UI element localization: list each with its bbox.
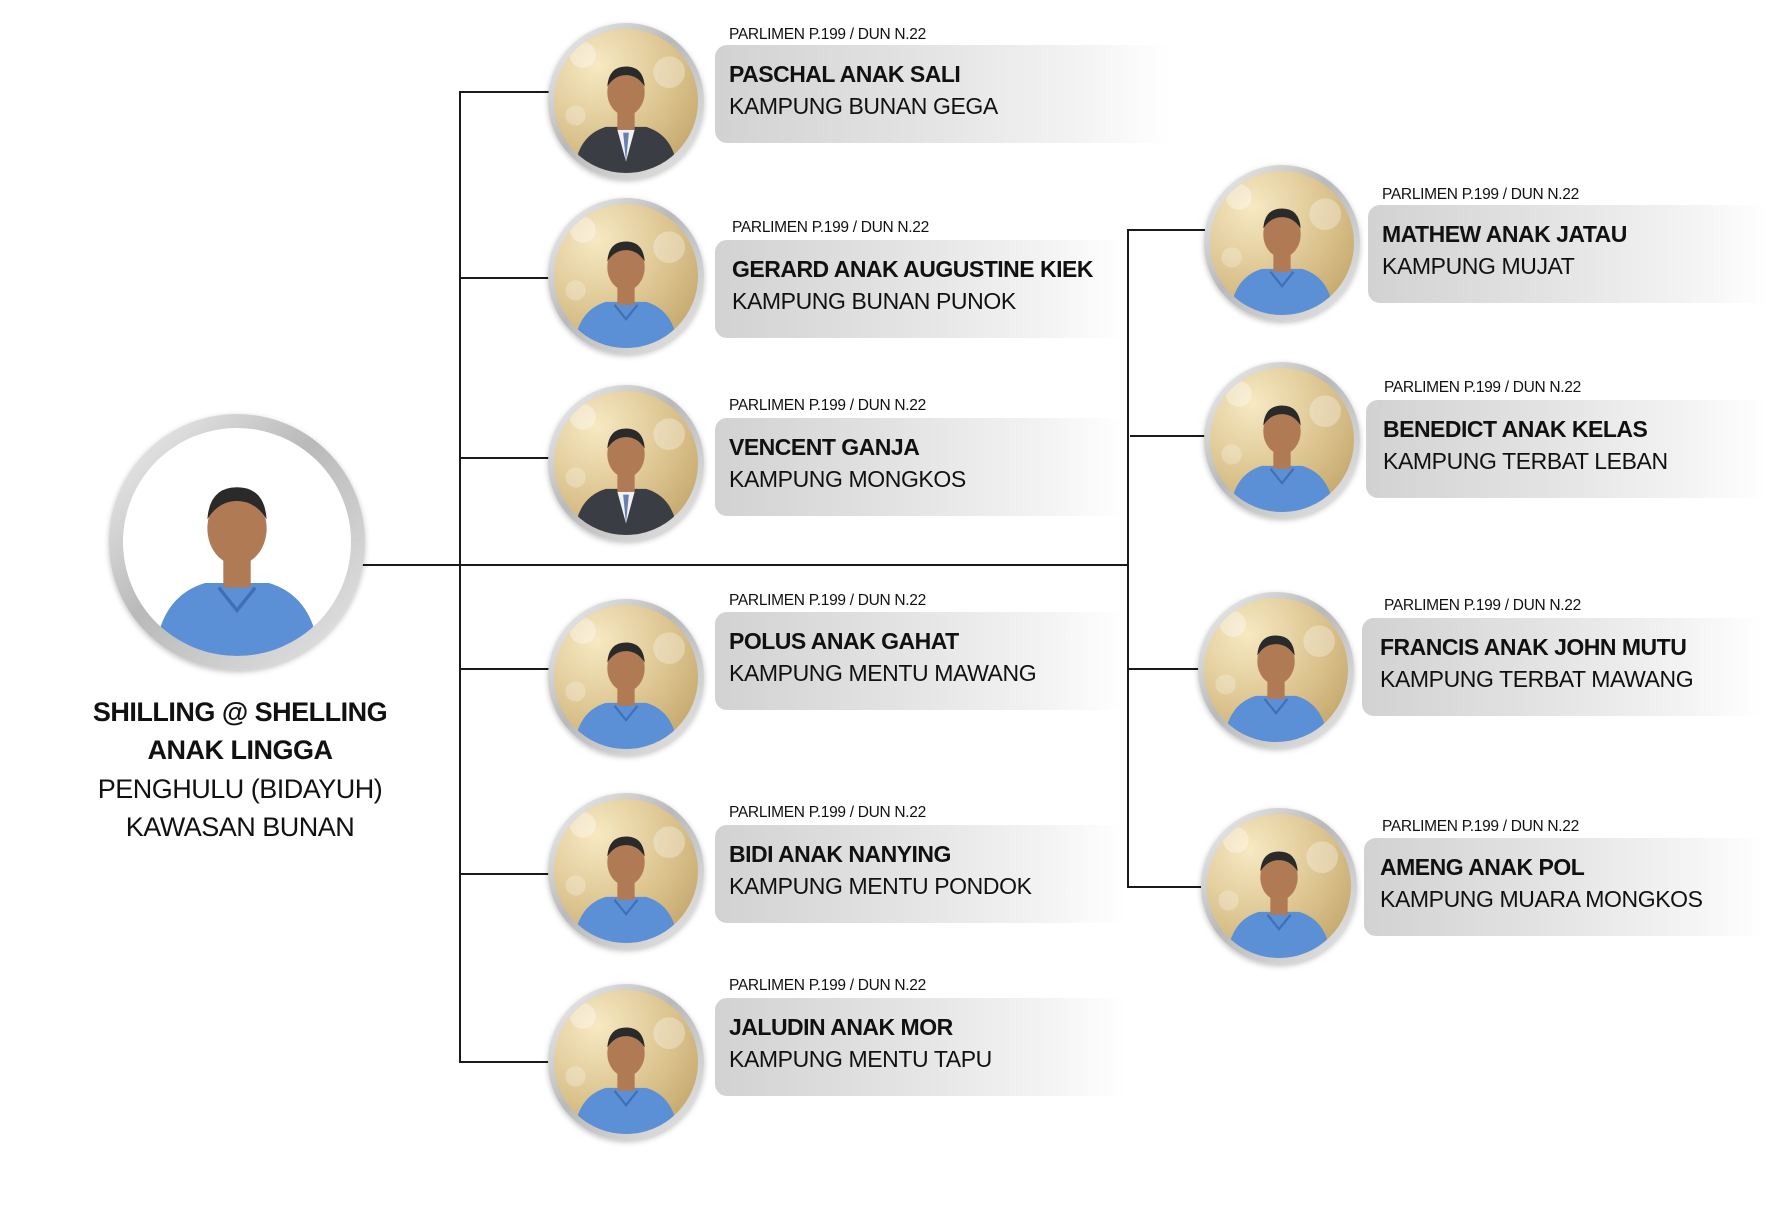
connector-left-vertical	[459, 91, 461, 1063]
member-label: PARLIMEN P.199 / DUN N.22	[1382, 818, 1579, 835]
member-village: KAMPUNG TERBAT LEBAN	[1383, 448, 1668, 474]
member-label: PARLIMEN P.199 / DUN N.22	[729, 592, 926, 609]
connector-left-2	[459, 277, 549, 279]
member-village: KAMPUNG BUNAN PUNOK	[732, 288, 1016, 314]
head-name-line1: SHILLING @ SHELLING	[92, 697, 388, 727]
member-name: JALUDIN ANAK MOR	[729, 1014, 953, 1040]
member-card: JALUDIN ANAK MOR KAMPUNG MENTU TAPU	[715, 998, 1125, 1096]
member-name: MATHEW ANAK JATAU	[1382, 221, 1627, 247]
member-name: PASCHAL ANAK SALI	[729, 61, 961, 87]
member-card: POLUS ANAK GAHAT KAMPUNG MENTU MAWANG	[715, 612, 1125, 710]
member-card: BIDI ANAK NANYING KAMPUNG MENTU PONDOK	[715, 825, 1125, 923]
head-avatar	[109, 414, 365, 670]
member-label: PARLIMEN P.199 / DUN N.22	[732, 219, 929, 236]
member-label: PARLIMEN P.199 / DUN N.22	[1384, 379, 1581, 396]
member-card: MATHEW ANAK JATAU KAMPUNG MUJAT	[1368, 205, 1768, 303]
member-photo	[554, 391, 698, 535]
connector-left-1	[459, 91, 549, 93]
member-avatar	[1201, 808, 1357, 964]
head-photo	[123, 428, 351, 656]
member-village: KAMPUNG MUJAT	[1382, 253, 1575, 279]
member-village: KAMPUNG MONGKOS	[729, 466, 966, 492]
member-avatar	[548, 23, 704, 179]
member-avatar	[548, 599, 704, 755]
member-card: VENCENT GANJA KAMPUNG MONGKOS	[715, 418, 1125, 516]
member-photo	[554, 29, 698, 173]
member-avatar	[548, 984, 704, 1140]
member-label: PARLIMEN P.199 / DUN N.22	[729, 26, 926, 43]
head-title-line1: PENGHULU (BIDAYUH)	[97, 774, 383, 804]
member-avatar	[548, 385, 704, 541]
member-card: PASCHAL ANAK SALI KAMPUNG BUNAN GEGA	[715, 45, 1170, 143]
connector-right-2	[1130, 435, 1205, 437]
member-name: AMENG ANAK POL	[1380, 854, 1585, 880]
member-card: AMENG ANAK POL KAMPUNG MUARA MONGKOS	[1364, 838, 1764, 936]
member-card: BENEDICT ANAK KELAS KAMPUNG TERBAT LEBAN	[1366, 400, 1766, 498]
member-name: VENCENT GANJA	[729, 434, 920, 460]
connector-right-1	[1127, 229, 1205, 231]
connector-left-5	[459, 873, 549, 875]
member-name: BIDI ANAK NANYING	[729, 841, 951, 867]
connector-left-6	[459, 1061, 549, 1063]
connector-right-vertical	[1127, 229, 1129, 888]
member-photo	[1210, 171, 1354, 315]
member-name: GERARD ANAK AUGUSTINE KIEK	[732, 256, 1093, 282]
member-label: PARLIMEN P.199 / DUN N.22	[1384, 597, 1581, 614]
member-label: PARLIMEN P.199 / DUN N.22	[729, 804, 926, 821]
member-avatar	[1204, 165, 1360, 321]
member-photo	[554, 204, 698, 348]
member-name: POLUS ANAK GAHAT	[729, 628, 959, 654]
member-card: GERARD ANAK AUGUSTINE KIEK KAMPUNG BUNAN…	[715, 240, 1125, 338]
member-label: PARLIMEN P.199 / DUN N.22	[729, 397, 926, 414]
member-photo	[1207, 814, 1351, 958]
member-village: KAMPUNG MENTU MAWANG	[729, 660, 1037, 686]
member-avatar	[548, 198, 704, 354]
member-photo	[554, 605, 698, 749]
member-photo	[1210, 368, 1354, 512]
member-avatar	[548, 793, 704, 949]
head-name-line2: ANAK LINGGA	[147, 735, 334, 765]
member-label: PARLIMEN P.199 / DUN N.22	[1382, 186, 1579, 203]
member-village: KAMPUNG MUARA MONGKOS	[1380, 886, 1703, 912]
member-village: KAMPUNG MENTU PONDOK	[729, 873, 1032, 899]
connector-right-3	[1127, 668, 1205, 670]
member-photo	[554, 799, 698, 943]
connector-right-4	[1127, 886, 1205, 888]
member-avatar	[1204, 362, 1360, 518]
member-village: KAMPUNG MENTU TAPU	[729, 1046, 992, 1072]
connector-main-horizontal	[362, 564, 1129, 566]
connector-left-3	[459, 457, 549, 459]
member-card: FRANCIS ANAK JOHN MUTU KAMPUNG TERBAT MA…	[1362, 618, 1762, 716]
head-title-line2: KAWASAN BUNAN	[125, 812, 355, 842]
connector-left-4	[459, 668, 549, 670]
member-label: PARLIMEN P.199 / DUN N.22	[729, 977, 926, 994]
member-name: BENEDICT ANAK KELAS	[1383, 416, 1648, 442]
member-photo	[1204, 598, 1348, 742]
member-photo	[554, 990, 698, 1134]
member-village: KAMPUNG BUNAN GEGA	[729, 93, 998, 119]
member-village: KAMPUNG TERBAT MAWANG	[1380, 666, 1694, 692]
member-avatar	[1198, 592, 1354, 748]
member-name: FRANCIS ANAK JOHN MUTU	[1380, 634, 1687, 660]
